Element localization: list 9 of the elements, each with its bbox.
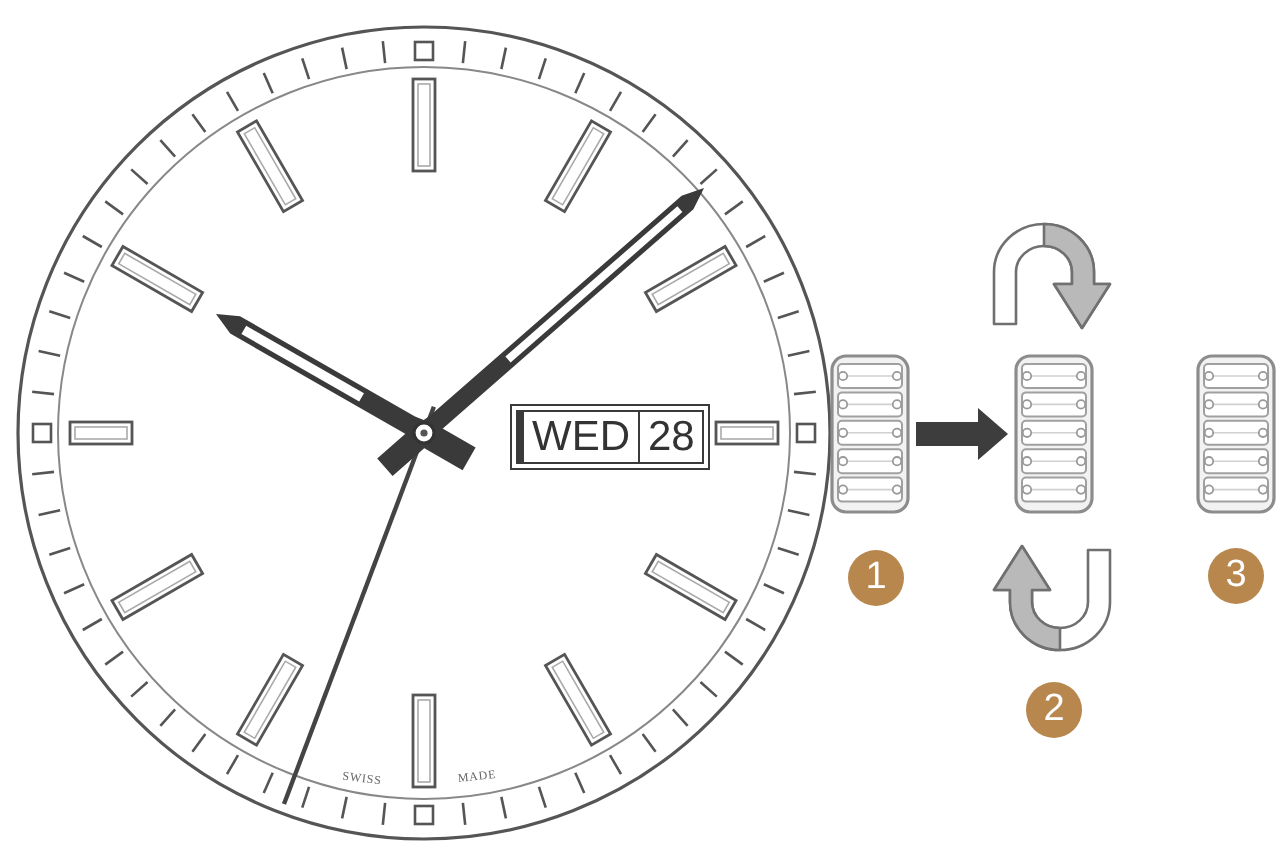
callout-number: 2 <box>1026 682 1082 738</box>
callout-number: 1 <box>848 550 904 606</box>
watch-crown <box>830 354 910 514</box>
watch-crown <box>1196 354 1276 514</box>
callout-number: 3 <box>1208 548 1264 604</box>
day-indicator: WED <box>516 410 640 464</box>
watch-crown <box>1014 354 1094 514</box>
date-window <box>510 404 711 470</box>
date-indicator: 28 <box>640 410 705 464</box>
